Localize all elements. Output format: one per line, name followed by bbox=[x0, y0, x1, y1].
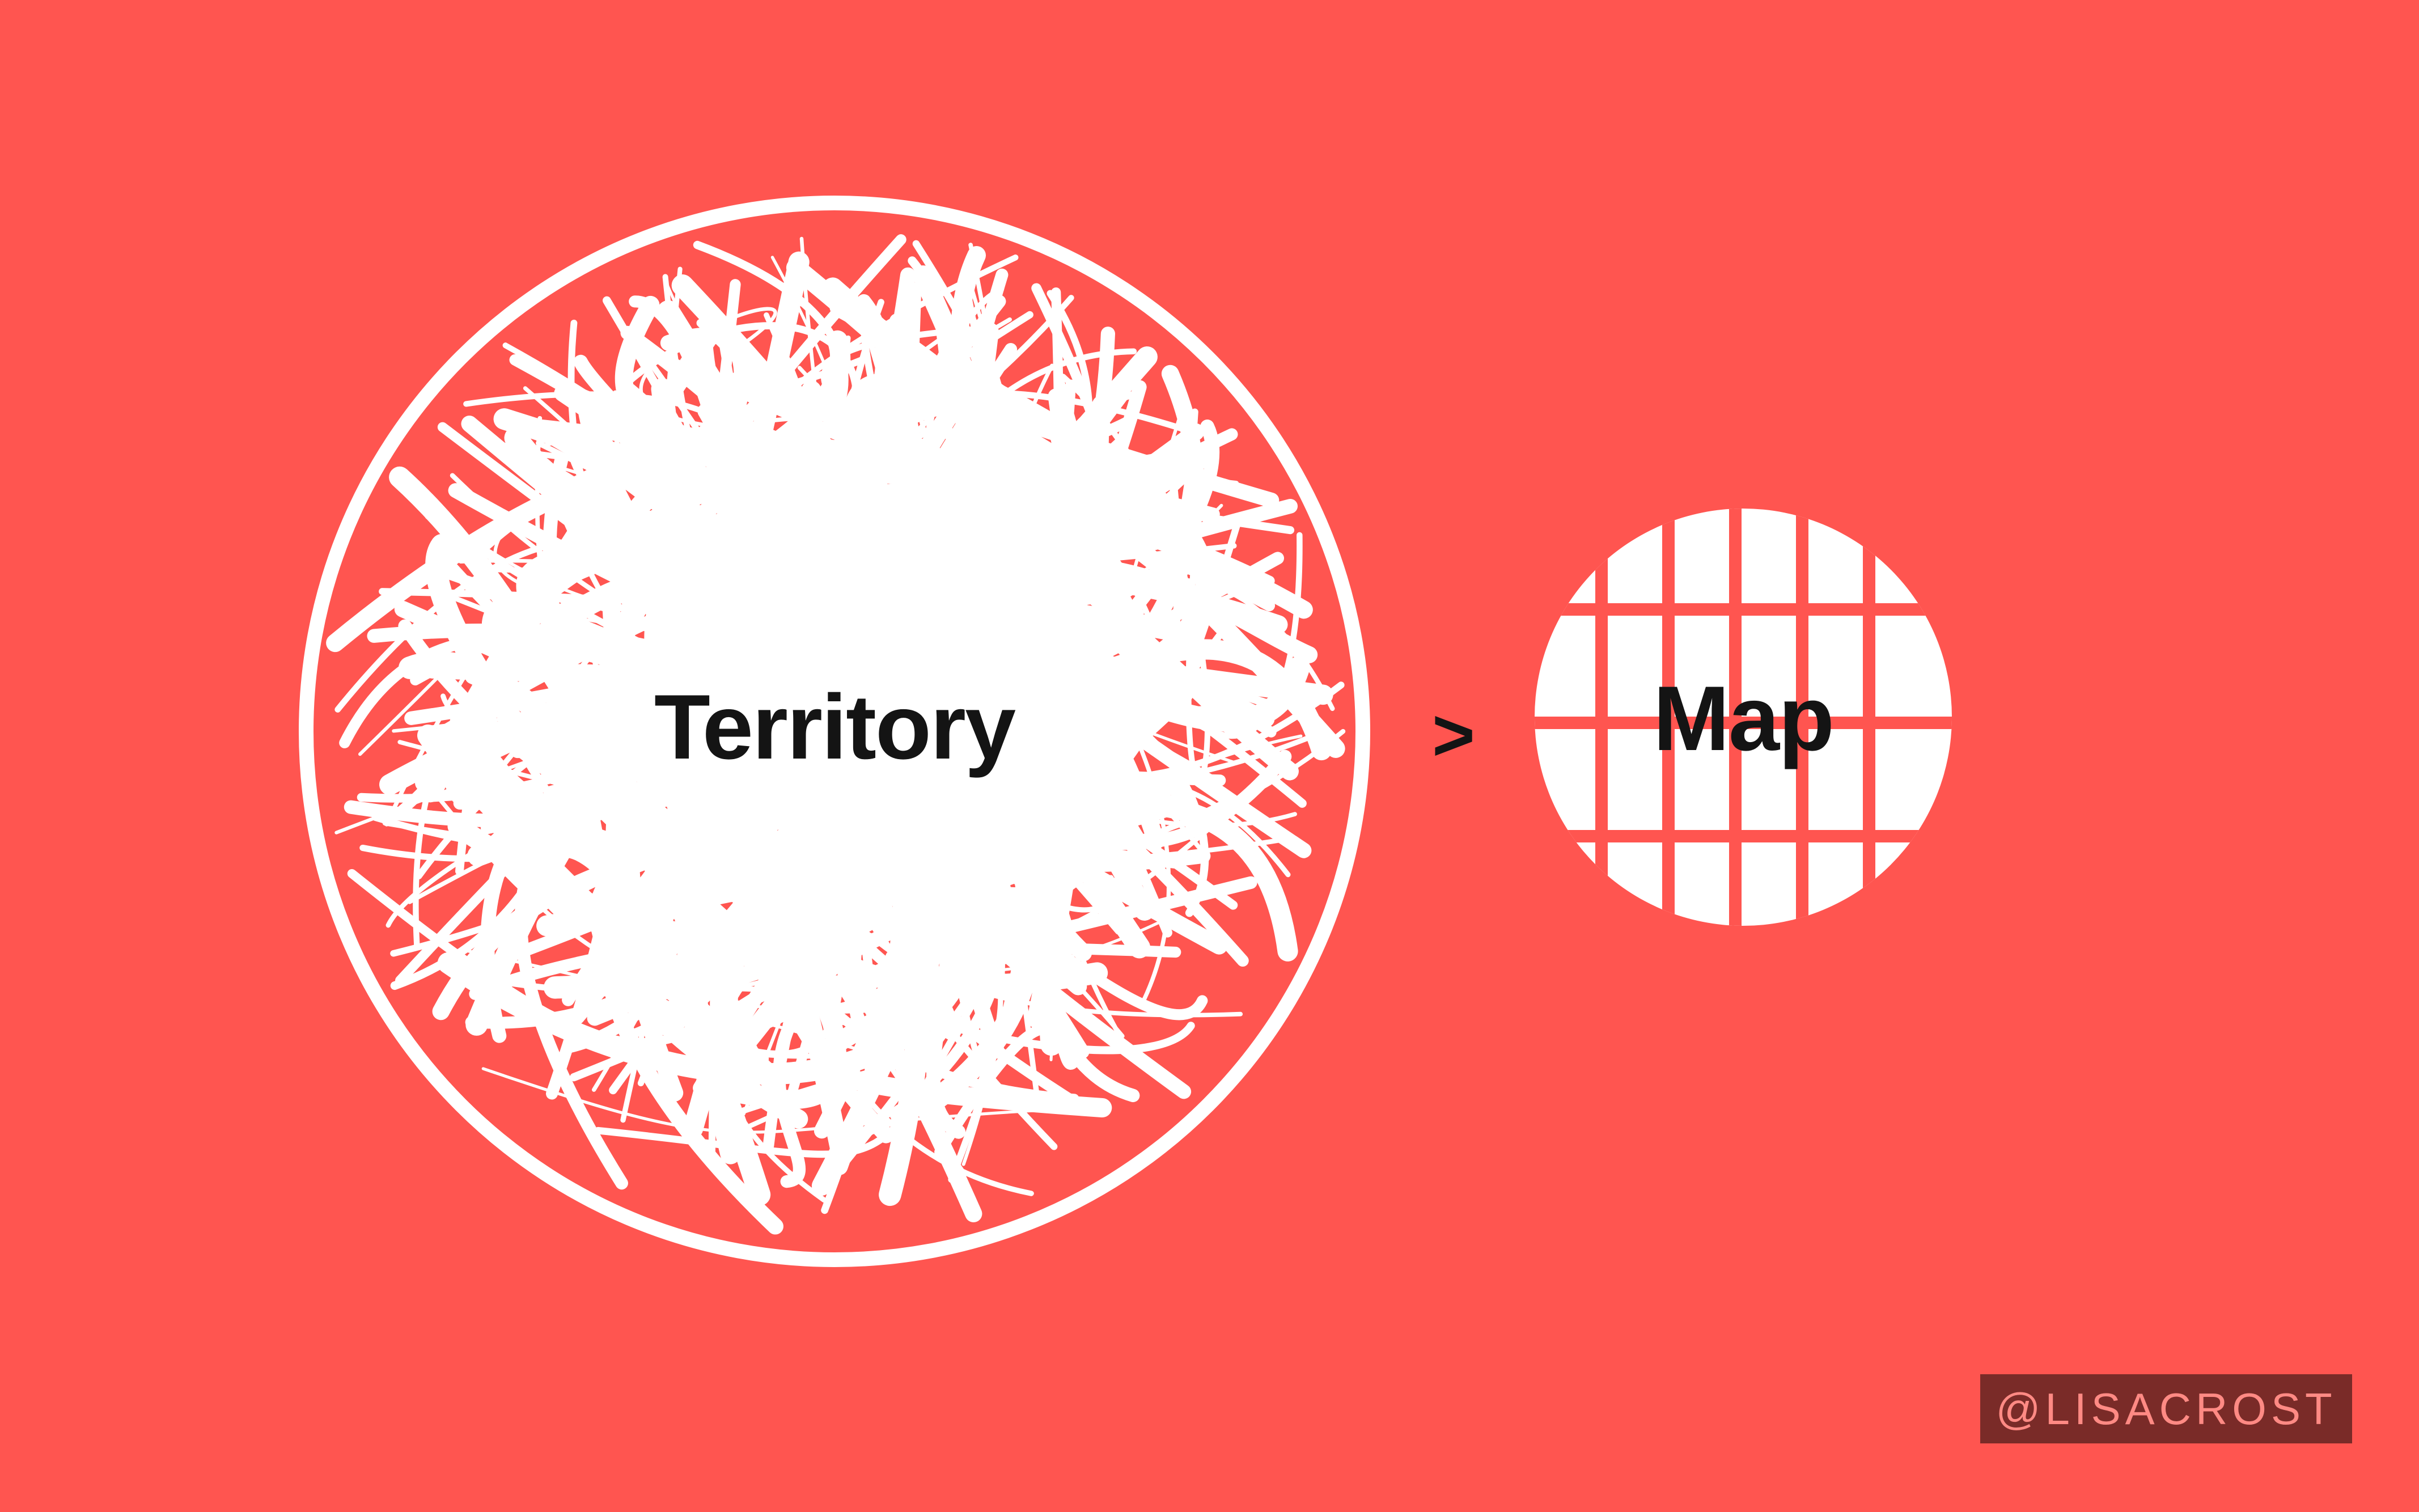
scribble-stroke bbox=[588, 267, 916, 1067]
map-grid-circle bbox=[1535, 509, 1952, 926]
scribble-stroke bbox=[605, 916, 897, 1137]
scribble-stroke bbox=[777, 393, 1056, 1196]
scribble-stroke bbox=[923, 372, 1215, 757]
map-label: Map bbox=[1653, 667, 1835, 770]
scribble-stroke bbox=[829, 296, 1021, 852]
map-grid-line bbox=[1535, 830, 1952, 842]
scribble-stroke bbox=[871, 456, 1175, 683]
scribble-stroke bbox=[583, 537, 1051, 869]
scribble-stroke bbox=[718, 907, 1003, 1203]
scribble-stroke bbox=[594, 620, 1232, 1158]
map-grid-line bbox=[1535, 717, 1952, 729]
scribble-stroke bbox=[598, 766, 1184, 1235]
scribble-stroke bbox=[872, 631, 1153, 764]
scribble-stroke bbox=[922, 643, 1131, 756]
scribble-stroke bbox=[831, 439, 1168, 931]
scribble-stroke bbox=[969, 350, 1303, 739]
scribble-stroke bbox=[462, 779, 926, 1069]
territory-scribble-circle bbox=[299, 196, 1370, 1267]
author-credit-badge: @LISACROST bbox=[1980, 1374, 2352, 1443]
scribble-stroke bbox=[610, 473, 817, 652]
scribble-stroke bbox=[837, 725, 1025, 1000]
scribble-stroke bbox=[714, 256, 968, 748]
scribble-stroke bbox=[397, 441, 1001, 798]
scribble-stroke bbox=[326, 436, 1299, 781]
scribble-stroke bbox=[693, 841, 1211, 1096]
greater-than-operator: > bbox=[1432, 693, 1475, 776]
scribble-stroke bbox=[448, 447, 1202, 647]
scribble-stroke bbox=[567, 319, 846, 888]
scribble-stroke bbox=[766, 842, 961, 1040]
map-grid-line bbox=[1535, 603, 1952, 616]
territory-label: Territory bbox=[654, 676, 1016, 778]
